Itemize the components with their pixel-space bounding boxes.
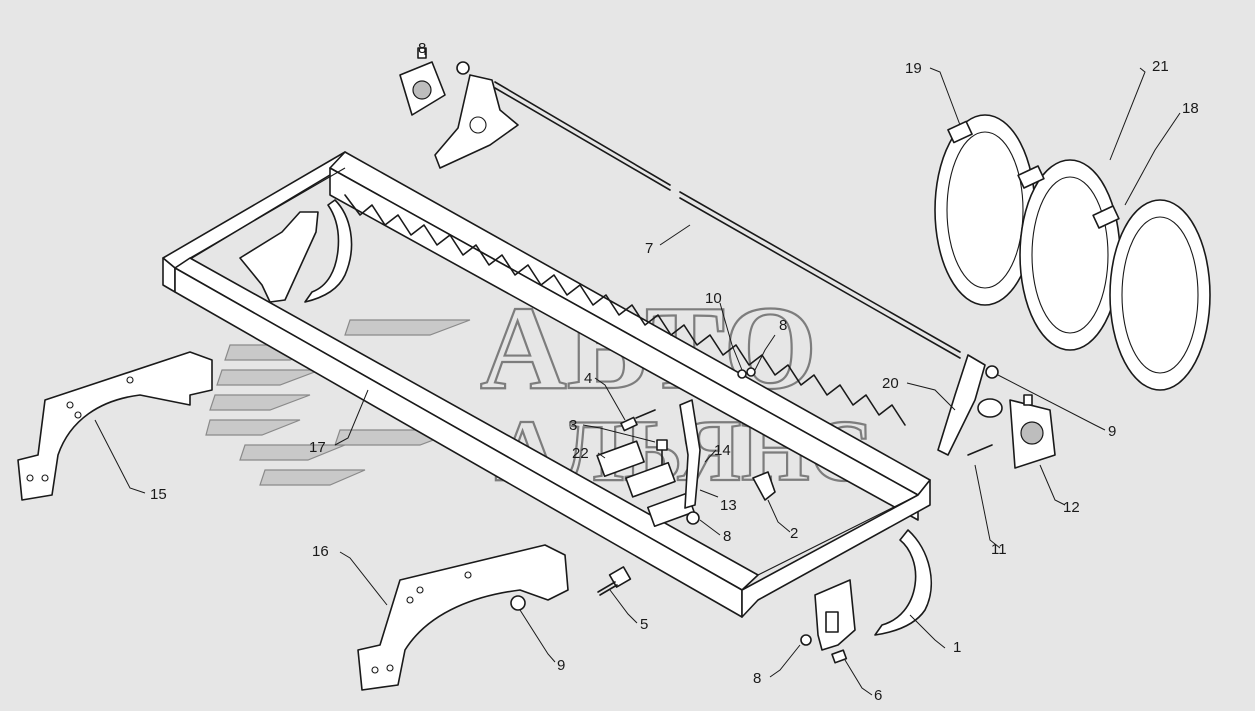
callout-16: 16 [312,543,329,560]
nut-9-left [510,595,526,611]
bracket-slot [825,611,839,633]
drawbar-arm-15 [17,351,213,501]
callout-15: 15 [150,486,167,503]
callout-9-right: 9 [1108,423,1116,440]
callout-14: 14 [714,442,731,459]
arm-16-holes [371,571,472,674]
right-bearing-assembly [937,354,1056,469]
spacer-19c [1092,205,1120,229]
arm-15-holes [26,376,134,482]
callout-5: 5 [640,616,648,633]
top-bearing-assembly [399,47,519,169]
clip-part-2 [752,471,776,501]
callout-22: 22 [572,445,589,462]
tine-left [304,199,353,303]
teeth-row [344,194,906,426]
callout-2: 2 [790,525,798,542]
callout-12: 12 [1063,499,1080,516]
spacer-19b [1017,165,1045,189]
callout-21: 21 [1152,58,1169,75]
clamp-cluster [596,399,701,528]
nut-8-center [746,367,756,377]
callout-19: 19 [905,60,922,77]
callout-9-left: 9 [557,657,565,674]
callout-20: 20 [882,375,899,392]
callout-8-mid: 8 [779,317,787,334]
callout-7: 7 [645,240,653,257]
bolt-5 [597,566,632,596]
leader-lines [94,48,1181,696]
callout-18: 18 [1182,100,1199,117]
callout-1: 1 [953,639,961,656]
callout-8-bottom: 8 [753,670,761,687]
frame-bracket-left [239,211,319,303]
roller-wheel-1 [934,114,1036,306]
tine-part-1 [874,529,933,636]
roller-wheel-3 [1109,199,1211,391]
roller-wheel-2 [1019,159,1121,351]
drawbar-arm-16 [357,544,569,691]
callout-11: 11 [991,541,1007,558]
main-frame [162,151,931,618]
callout-13: 13 [720,497,737,514]
bolt-6 [800,634,848,664]
callout-17: 17 [309,439,326,456]
spacer-19 [947,120,973,144]
watermark-logo [205,319,471,486]
callout-10: 10 [705,290,722,307]
washer-10 [737,369,747,379]
callout-8-top: 8 [418,40,426,57]
callout-4: 4 [584,370,592,387]
rod-part-7 [494,81,961,359]
callout-3: 3 [569,417,577,434]
callout-6: 6 [874,687,882,704]
callout-8-low: 8 [723,528,731,545]
callout-labels: 1 2 3 4 5 6 7 8 8 8 8 9 9 10 11 12 13 14… [150,40,1199,704]
